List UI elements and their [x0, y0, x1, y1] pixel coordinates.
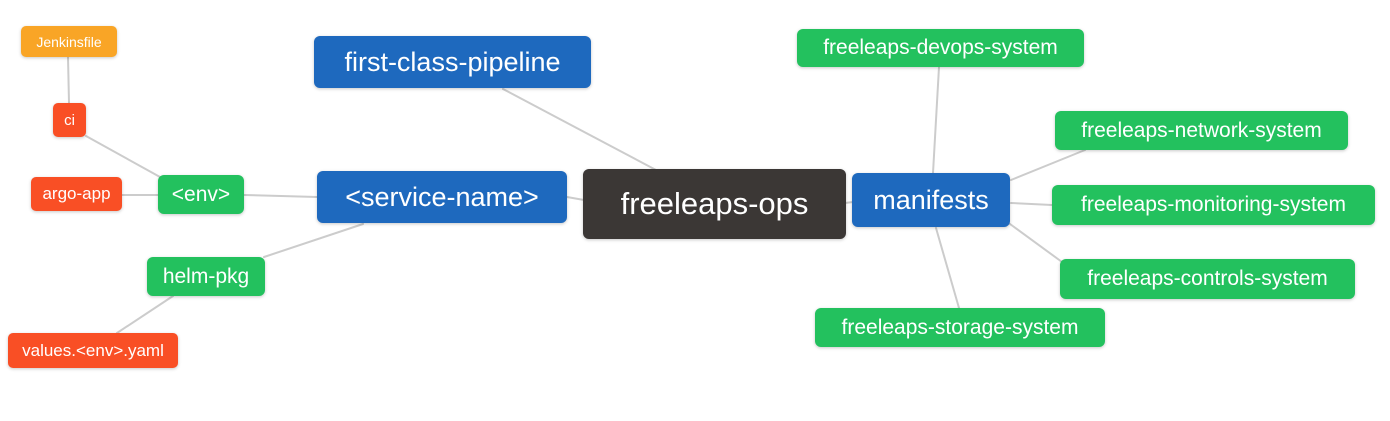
node-controls-system[interactable]: freeleaps-controls-system [1060, 259, 1355, 299]
connector-service-name-helm-pkg [263, 223, 364, 258]
connector-env-service-name [243, 194, 318, 198]
connector-ci-env [85, 135, 161, 178]
node-helm-pkg[interactable]: helm-pkg [147, 257, 265, 296]
connector-manifests-storage [935, 227, 960, 309]
node-freeleaps-ops[interactable]: freeleaps-ops [583, 169, 846, 239]
node-storage-system[interactable]: freeleaps-storage-system [815, 308, 1105, 347]
node-jenkinsfile[interactable]: Jenkinsfile [21, 26, 117, 57]
connector-pipeline-root [502, 88, 657, 171]
node-env[interactable]: <env> [158, 175, 244, 214]
node-argo-app[interactable]: argo-app [31, 177, 122, 211]
connector-manifests-network [1010, 149, 1086, 181]
connector-manifests-devops [932, 66, 940, 174]
connector-manifests-controls [1009, 223, 1063, 263]
connector-helm-pkg-values [116, 295, 174, 334]
connector-service-name-root [566, 196, 585, 201]
node-first-class-pipeline[interactable]: first-class-pipeline [314, 36, 591, 88]
node-service-name[interactable]: <service-name> [317, 171, 567, 223]
node-monitoring-system[interactable]: freeleaps-monitoring-system [1052, 185, 1375, 225]
connector-jenkinsfile-ci [67, 56, 70, 104]
node-network-system[interactable]: freeleaps-network-system [1055, 111, 1348, 150]
connector-root-manifests [844, 201, 854, 204]
connector-manifests-monitoring [1010, 202, 1053, 206]
node-ci[interactable]: ci [53, 103, 86, 137]
node-values-env-yaml[interactable]: values.<env>.yaml [8, 333, 178, 368]
node-manifests[interactable]: manifests [852, 173, 1010, 227]
node-devops-system[interactable]: freeleaps-devops-system [797, 29, 1084, 67]
